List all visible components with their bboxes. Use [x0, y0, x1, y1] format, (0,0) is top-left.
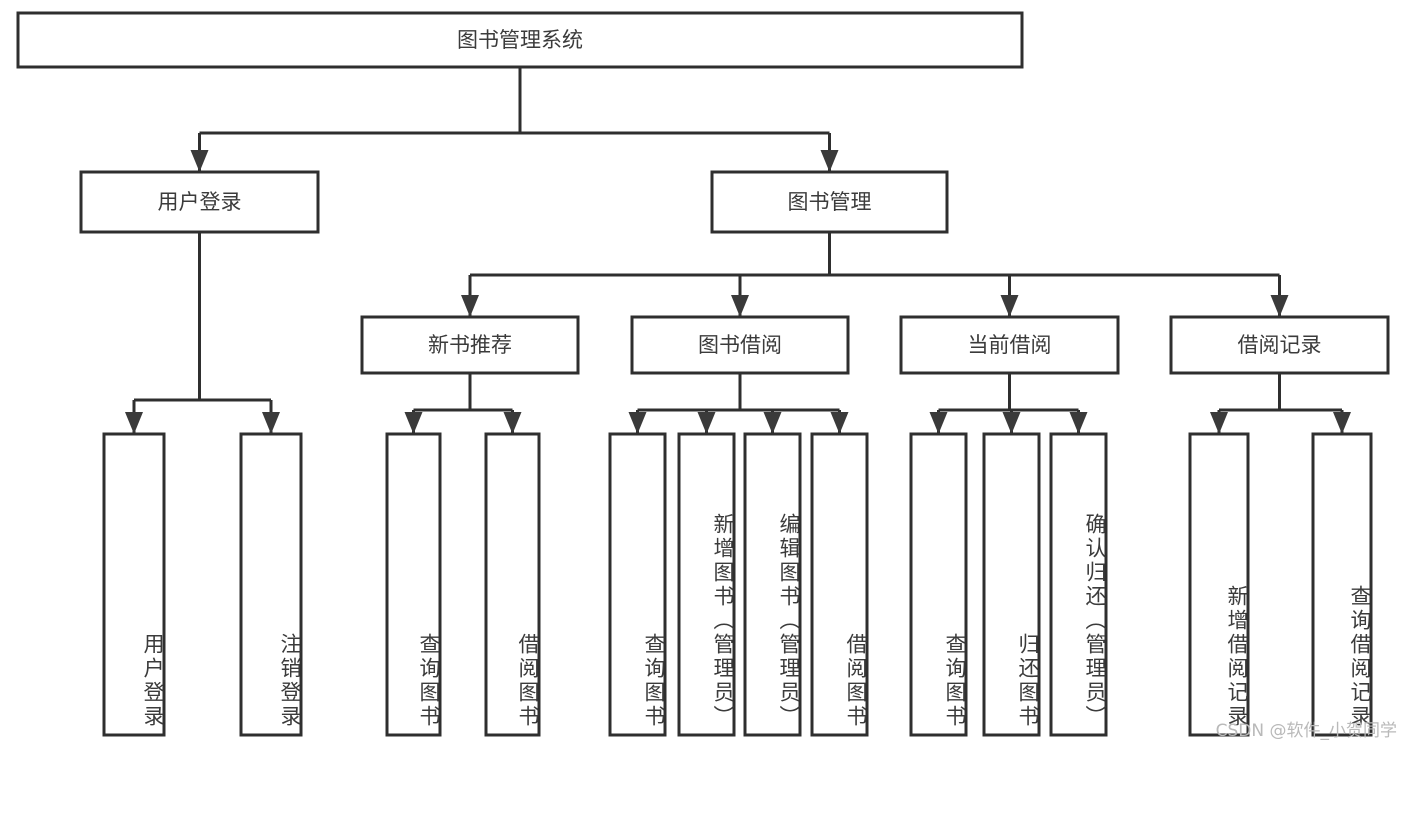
arrow-head-icon [461, 295, 479, 317]
node-label-new-book-recommend: 新书推荐 [428, 333, 512, 357]
arrow-head-icon [929, 412, 948, 434]
node-box-leaf-confirm-return[interactable] [1049, 432, 1108, 737]
node-label-root: 图书管理系统 [457, 28, 583, 52]
node-box-user-login[interactable] [79, 170, 320, 234]
diagram-canvas-root: 图书管理系统用户登录图书管理新书推荐图书借阅当前借阅借阅记录 用户登录注销登录查… [16, 11, 1397, 741]
node-box-leaf-return-book[interactable] [982, 432, 1041, 737]
arrow-head-icon [1333, 412, 1351, 434]
node-box-leaf-logout[interactable] [239, 432, 303, 737]
node-box-book-manage[interactable] [710, 170, 949, 234]
node-label-book-manage: 图书管理 [788, 190, 872, 214]
arrow-head-icon [1000, 295, 1019, 317]
arrow-head-icon [262, 412, 280, 434]
node-box-borrow-record[interactable] [1169, 315, 1390, 375]
node-box-leaf-query-book-1[interactable] [385, 432, 442, 737]
node-box-leaf-query-book-3[interactable] [909, 432, 968, 737]
arrow-head-icon [763, 412, 782, 434]
arrow-head-icon [1002, 412, 1021, 434]
arrow-head-icon [1069, 412, 1088, 434]
arrow-head-icon [404, 412, 423, 434]
node-box-leaf-add-record[interactable] [1188, 432, 1250, 737]
arrow-head-icon [731, 295, 749, 317]
arrow-head-icon [628, 412, 647, 434]
node-box-leaf-query-record[interactable] [1311, 432, 1373, 737]
node-label-user-login: 用户登录 [158, 190, 242, 214]
node-label-book-borrow: 图书借阅 [698, 333, 782, 357]
arrow-head-icon [830, 412, 849, 434]
arrow-head-icon [1270, 295, 1289, 317]
node-box-leaf-edit-book[interactable] [743, 432, 802, 737]
node-box-book-borrow[interactable] [630, 315, 850, 375]
node-box-leaf-add-book[interactable] [677, 432, 736, 737]
node-label-current-borrow: 当前借阅 [968, 333, 1052, 357]
node-box-root[interactable] [16, 11, 1024, 69]
node-box-leaf-borrow-book-1[interactable] [484, 432, 541, 737]
arrow-head-icon [820, 150, 839, 172]
connector-layer [125, 67, 1351, 434]
arrow-head-icon [125, 412, 143, 434]
arrow-head-icon [1210, 412, 1228, 434]
arrow-head-icon [697, 412, 716, 434]
node-box-leaf-user-login[interactable] [102, 432, 166, 737]
node-box-layer [16, 11, 1390, 737]
arrow-head-icon [190, 150, 209, 172]
node-box-current-borrow[interactable] [899, 315, 1120, 375]
arrow-head-icon [503, 412, 522, 434]
node-box-leaf-borrow-book-2[interactable] [810, 432, 869, 737]
node-label-borrow-record: 借阅记录 [1238, 333, 1322, 357]
node-box-new-book-recommend[interactable] [360, 315, 580, 375]
node-box-leaf-query-book-2[interactable] [608, 432, 667, 737]
csdn-watermark: CSDN @软件_小贺同学 [1215, 721, 1397, 741]
